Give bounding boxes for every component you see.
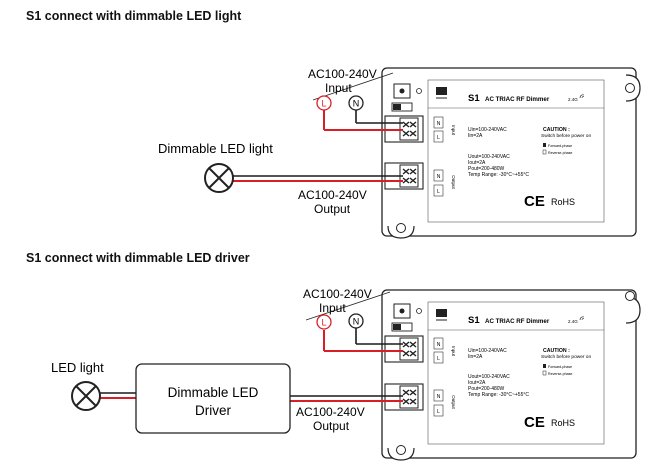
spec-uout: Uout=100-240VAC xyxy=(468,374,510,380)
neutral-symbol: N xyxy=(353,99,360,109)
dip-switch-icon xyxy=(391,102,413,112)
input-l-label: L xyxy=(437,135,440,141)
rf-signal-icon xyxy=(579,94,585,99)
dip-switch-icon xyxy=(436,309,447,317)
device-name: AC TRIAC RF Dimmer xyxy=(485,96,550,103)
output-label: Output xyxy=(313,419,350,433)
driver-label-line2: Driver xyxy=(195,403,232,418)
diagram1-title: S1 connect with dimmable LED light xyxy=(26,9,242,23)
output-wiring-2: Dimmable LED Driver LED light AC100-240V… xyxy=(51,360,403,434)
diagram2: N L Input N L Output S1 AC TRIAC RF Dimm… xyxy=(51,287,641,461)
terminal-block-icon xyxy=(399,337,419,361)
spec-iout: Iout=2A xyxy=(468,380,486,386)
output-voltage-label: AC100-240V xyxy=(296,405,365,419)
output-l-label: L xyxy=(437,189,440,195)
input-side-label: Input xyxy=(451,346,456,357)
output-l-label: L xyxy=(437,409,440,415)
ce-mark-icon: CE xyxy=(524,193,545,210)
forward-phase-label: Forward-phase xyxy=(548,144,572,148)
rohs-label: RoHS xyxy=(551,197,575,207)
device-name: AC TRIAC RF Dimmer xyxy=(485,318,550,325)
input-n-label: N xyxy=(437,121,441,127)
output-voltage-label: AC100-240V xyxy=(298,188,367,202)
input-label: Input xyxy=(325,81,352,95)
output-n-label: N xyxy=(437,394,441,400)
forward-phase-label: Forward-phase xyxy=(548,365,572,369)
input-side-label: Input xyxy=(451,125,456,136)
input-wiring-2: L N AC100-240V Input xyxy=(303,287,403,352)
mounting-hole-bottom xyxy=(396,445,406,455)
device-body xyxy=(381,67,637,237)
caution-text: Switch before power on xyxy=(541,354,591,360)
model-label: S1 xyxy=(468,315,480,326)
output-side-label: Output xyxy=(451,175,456,189)
output-side-label: Output xyxy=(451,395,456,409)
live-symbol: L xyxy=(321,99,326,109)
label-panel xyxy=(427,79,605,223)
spec-pout: Pout=200-480W xyxy=(468,386,505,392)
spec-pout: Pout=200-480W xyxy=(468,166,505,172)
input-label: Input xyxy=(319,301,346,315)
diagram2-title: S1 connect with dimmable LED driver xyxy=(26,251,250,265)
input-voltage-label: AC100-240V xyxy=(303,287,372,301)
led-driver-box xyxy=(135,363,291,434)
rohs-label: RoHS xyxy=(551,418,575,428)
dimmer-device-1: N L Input N L Output S1 AC TRIAC RF Dimm… xyxy=(381,67,641,239)
output-wiring-1: Dimmable LED light AC100-240V Output xyxy=(158,141,403,216)
caution-title: CAUTION : xyxy=(543,348,570,354)
live-terminal-icon xyxy=(316,314,332,330)
terminal-block-icon xyxy=(399,385,419,409)
neutral-symbol: N xyxy=(353,317,360,327)
spec-uin: Uin=100-240VAC xyxy=(468,348,507,354)
band-label: 2.4G xyxy=(568,319,578,324)
mounting-hole-top xyxy=(625,83,635,93)
ce-mark-icon: CE xyxy=(524,414,545,431)
rf-signal-icon xyxy=(579,316,585,321)
reverse-phase-label: Reverse-phase xyxy=(548,151,572,155)
model-label: S1 xyxy=(468,93,480,104)
live-terminal-icon xyxy=(316,95,332,111)
neutral-terminal-icon xyxy=(348,95,364,111)
neutral-terminal-icon xyxy=(348,313,364,329)
input-n-label: N xyxy=(437,342,441,348)
led-indicator xyxy=(416,88,422,94)
input-l-label: L xyxy=(437,356,440,362)
load-label: LED light xyxy=(51,360,104,375)
dip-switch-icon xyxy=(391,322,413,332)
dimmer-device-2: N L Input N L Output S1 AC TRIAC RF Dimm… xyxy=(381,289,641,461)
led-indicator xyxy=(416,308,422,314)
output-n-label: N xyxy=(437,174,441,180)
spec-uin: Uin=100-240VAC xyxy=(468,127,507,133)
spec-iin: Iin=2A xyxy=(468,133,483,139)
diagram1: N L Input N L Output S1 AC TRIAC RF Dimm… xyxy=(158,67,641,239)
caution-text: Switch before power on xyxy=(541,133,591,139)
spec-uout: Uout=100-240VAC xyxy=(468,154,510,160)
driver-label-line1: Dimmable LED xyxy=(168,385,259,400)
mounting-hole-bottom xyxy=(396,223,406,233)
spec-temp: Temp Range: -30°C~+55°C xyxy=(468,172,529,178)
device-body xyxy=(381,289,637,459)
dip-switch-icon xyxy=(436,87,447,95)
mounting-ear-top xyxy=(625,296,641,324)
output-label: Output xyxy=(314,202,351,216)
band-label: 2.4G xyxy=(568,97,578,102)
input-voltage-label: AC100-240V xyxy=(308,67,377,81)
load-label: Dimmable LED light xyxy=(158,141,273,156)
spec-iin: Iin=2A xyxy=(468,354,483,360)
mounting-hole-top xyxy=(625,291,635,301)
spec-temp: Temp Range: -30°C~+55°C xyxy=(468,392,529,398)
label-panel xyxy=(427,301,605,445)
input-wiring-1: L N AC100-240V Input xyxy=(308,67,403,131)
spec-iout: Iout=2A xyxy=(468,160,486,166)
caution-title: CAUTION : xyxy=(543,127,570,133)
live-symbol: L xyxy=(321,318,326,328)
reverse-phase-label: Reverse-phase xyxy=(548,372,572,376)
